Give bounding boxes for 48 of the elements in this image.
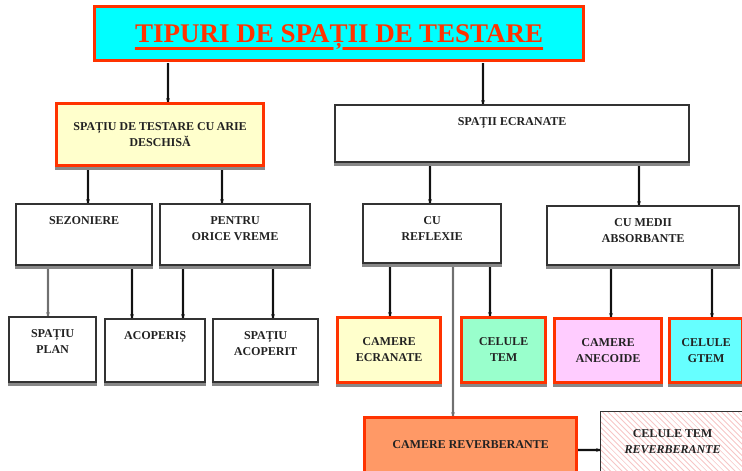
box-label: CAMERE ANECOIDE <box>574 334 642 366</box>
category-box <box>104 318 206 383</box>
box-label: PENTRU ORICE VREME <box>191 213 279 244</box>
arrow <box>451 265 455 416</box>
category-box <box>460 316 547 384</box>
arrow <box>388 265 392 316</box>
box-label: SPAȚII ECRANATE <box>458 114 566 130</box>
arrow <box>578 448 600 452</box>
box-label: SPAȚIU ACOPERIT <box>234 328 298 360</box>
category-box <box>8 316 97 383</box>
arrow <box>481 63 485 104</box>
arrow <box>609 267 613 318</box>
category-box <box>159 203 311 266</box>
title-box <box>93 5 585 62</box>
arrow <box>428 164 432 204</box>
box-label: CELULE GTEM <box>681 334 731 366</box>
arrow <box>710 267 714 318</box>
box-label: ACOPERIȘ <box>124 328 186 344</box>
category-box <box>334 104 690 163</box>
arrow <box>181 267 185 318</box>
category-box <box>15 203 153 266</box>
category-box <box>553 317 663 384</box>
category-box <box>600 411 742 471</box>
category-box <box>668 317 742 384</box>
category-box <box>363 416 578 471</box>
box-label: SPAȚIU DE TESTARE CU ARIE DESCHISĂ <box>72 118 248 150</box>
category-box <box>362 203 502 264</box>
box-label: CAMERE REVERBERANTE <box>392 437 549 453</box>
box-label: SEZONIERE <box>48 213 120 229</box>
category-box <box>546 205 740 266</box>
category-box <box>55 102 265 167</box>
category-box <box>336 316 442 384</box>
box-label: CELULE TEM <box>478 334 530 366</box>
category-box <box>212 318 319 383</box>
arrow <box>46 267 50 316</box>
box-label: CAMERE ECRANATE <box>354 334 424 366</box>
arrow <box>166 63 170 102</box>
box-label: CU MEDII ABSORBANTE <box>600 215 686 246</box>
arrow <box>271 267 275 318</box>
box-label: CU REFLEXIE <box>400 213 464 244</box>
box-label: SPAȚIU PLAN <box>30 326 74 358</box>
title-text: TIPURI DE SPAȚII DE TESTARE <box>134 18 544 49</box>
box-label: CELULE TEM REVERBERANTE <box>623 426 722 458</box>
arrow <box>130 267 134 318</box>
arrow <box>637 164 641 206</box>
arrow <box>220 168 224 204</box>
arrow <box>488 265 492 316</box>
arrow <box>86 168 90 204</box>
